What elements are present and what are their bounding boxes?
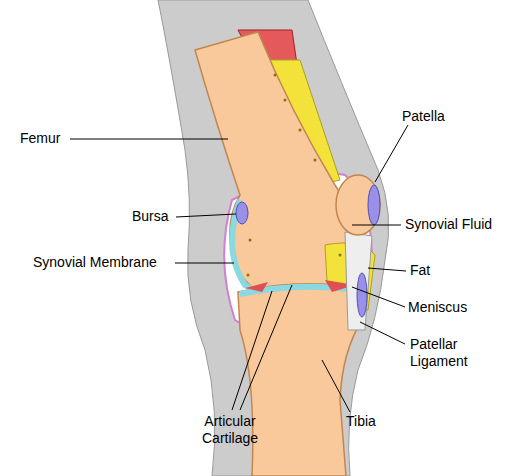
patella-bone — [336, 175, 380, 235]
part-label: Tibia — [346, 413, 406, 430]
part-label: Fat — [410, 262, 450, 279]
part-label: Patellar Ligament — [410, 336, 485, 370]
part-label: Bursa — [132, 208, 182, 225]
bursa — [357, 273, 367, 317]
part-label: Femur — [20, 130, 80, 147]
bursa — [368, 185, 380, 225]
bursa — [236, 202, 248, 224]
part-label: Synovial Fluid — [405, 216, 515, 233]
leg-skin — [158, 0, 389, 476]
patellar-ligament — [345, 232, 372, 330]
part-label: Meniscus — [408, 299, 498, 316]
tibia-bone — [238, 284, 362, 476]
part-label: Synovial Membrane — [33, 254, 183, 271]
part-label: Articular Cartilage — [190, 413, 270, 447]
part-label: Patella — [402, 108, 482, 125]
meniscus — [245, 280, 355, 292]
